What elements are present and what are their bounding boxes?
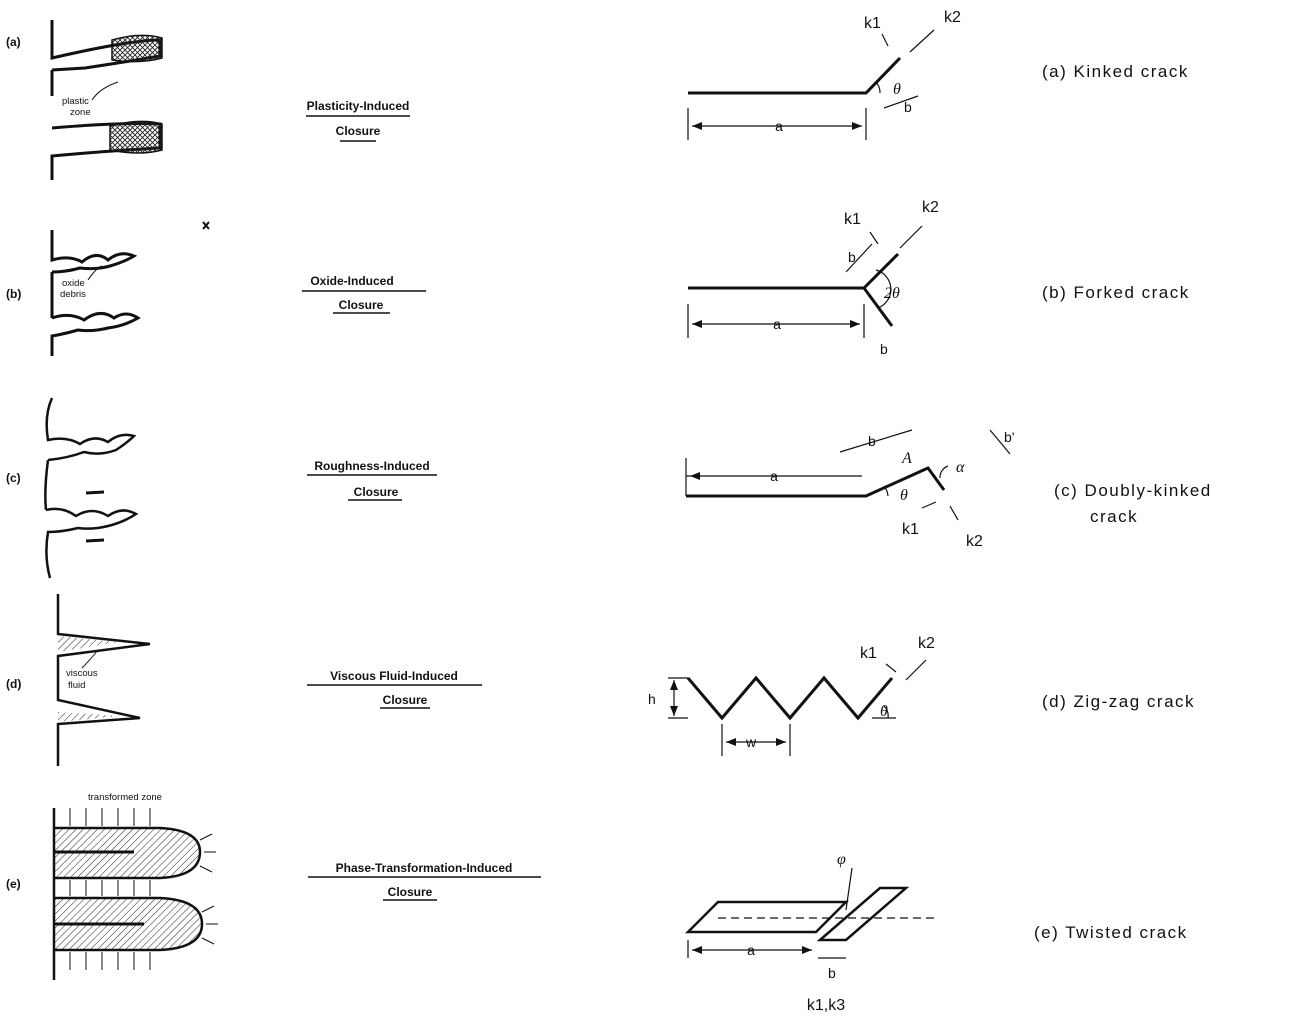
geometry-b-k2: k2: [922, 199, 939, 216]
geometry-e-modes: k1,k3: [807, 997, 845, 1014]
geometry-a-k2: k2: [944, 9, 961, 26]
mechanism-d-viscous: (d) viscous fluid Viscous Fluid-Induced …: [6, 594, 482, 766]
mechanism-d-title-2: Closure: [383, 693, 428, 707]
geometry-a-angle: θ: [893, 81, 901, 98]
mechanism-e-note: transformed zone: [88, 792, 162, 803]
geometry-a-kinked: a θ b k1 k2 (a) Kinked crack: [687, 9, 1189, 140]
geometry-e-label-a: a: [747, 942, 755, 958]
mechanism-c-lower-crack: [45, 507, 139, 579]
mechanism-b-tag: (b): [6, 287, 21, 301]
geometry-e-caption: (e) Twisted crack: [1034, 923, 1188, 942]
geometry-c-crack-path: [686, 466, 946, 498]
mechanism-d-crack: [56, 594, 151, 766]
mechanism-a-plasticity: (a) plastic zone Plasticity-Induced Clos…: [6, 20, 410, 180]
mechanism-a-note-leader: [91, 81, 119, 101]
geometry-a-label-b: b: [904, 99, 912, 115]
mechanism-c-tag: (c): [6, 471, 21, 485]
geometry-a-crack-path: [688, 56, 902, 95]
geometry-d-zigzag: h w θ k1 k2 (d) Zig-zag crack: [648, 635, 1195, 756]
mechanism-b-title-2: Closure: [339, 298, 384, 312]
geometry-b-angle: 2θ: [884, 285, 900, 302]
geometry-c-k2: k2: [966, 533, 983, 550]
geometry-c-caption-1: (c) Doubly-kinked: [1054, 481, 1212, 500]
geometry-b-k1: k1: [844, 211, 861, 228]
mechanism-d-note-2: fluid: [68, 680, 85, 691]
mechanism-a-note-2: zone: [70, 107, 91, 118]
geometry-d-k2: k2: [918, 635, 935, 652]
geometry-a-label-a: a: [775, 118, 783, 134]
geometry-e-twisted-plane: [816, 886, 910, 942]
mechanism-c-title-2: Closure: [354, 485, 399, 499]
mechanism-c-title-1: Roughness-Induced: [314, 459, 429, 473]
geometry-c-label-a: a: [770, 468, 778, 484]
geometry-b-label-a: a: [773, 316, 781, 332]
geometry-d-label-h: h: [648, 691, 656, 707]
geometry-c-label-b2: b': [1004, 429, 1014, 445]
geometry-b-label-b: b: [848, 249, 856, 265]
mechanism-b-upper-crack: [50, 230, 138, 274]
mechanism-e-tag: (e): [6, 877, 21, 891]
geometry-a-caption: (a) Kinked crack: [1042, 62, 1189, 81]
mechanism-a-tag: (a): [6, 35, 21, 49]
geometry-b-forked: a b 2θ b k1 k2 (b) Forked crack: [687, 199, 1190, 357]
mechanism-e-title-1: Phase-Transformation-Induced: [336, 861, 513, 875]
mechanism-d-title-1: Viscous Fluid-Induced: [330, 669, 458, 683]
geometry-c-angle-1: θ: [900, 487, 908, 504]
mechanism-e-phase: (e) transformed zone Phase-Transformatio…: [6, 792, 541, 980]
geometry-e-angle: φ: [837, 851, 846, 868]
mechanism-c-upper-crack: [45, 397, 137, 462]
mechanism-a-upper-zone: [111, 34, 163, 63]
geometry-b-caption: (b) Forked crack: [1042, 283, 1190, 302]
geometry-c-point-a: A: [901, 450, 912, 467]
mechanism-a-lower-zone: [109, 120, 163, 154]
geometry-c-k1: k1: [902, 521, 919, 538]
geometry-d-crack-path: [686, 675, 894, 721]
geometry-d-caption: (d) Zig-zag crack: [1042, 692, 1195, 711]
mechanism-e-title-2: Closure: [388, 885, 433, 899]
geometry-e-label-b: b: [828, 965, 836, 981]
geometry-c-angle-2: α: [956, 459, 965, 476]
geometry-c-doubly-kinked: a b A θ α b' k1 k2 (c) Doubly-kinked cra…: [685, 429, 1212, 550]
mechanism-b-lower-crack: [50, 312, 141, 356]
mechanism-b-title-1: Oxide-Induced: [310, 274, 393, 288]
geometry-c-label-b: b: [868, 433, 876, 449]
stray-mark: [202, 221, 210, 230]
geometry-a-k1: k1: [864, 15, 881, 32]
mechanism-d-tag: (d): [6, 677, 21, 691]
mechanism-a-note-1: plastic: [62, 96, 89, 107]
mechanism-d-note-1: viscous: [66, 668, 98, 679]
geometry-d-k1: k1: [860, 645, 877, 662]
geometry-d-label-w: w: [745, 734, 757, 750]
geometry-b-label-b2: b: [880, 341, 888, 357]
geometry-d-angle: θ: [880, 703, 888, 720]
mechanism-b-note-1: oxide: [62, 278, 85, 289]
mechanism-a-title-2: Closure: [336, 124, 381, 138]
geometry-c-caption-2: crack: [1090, 507, 1138, 526]
geometry-e-twisted: φ a b k1,k3 (e) Twisted crack: [684, 851, 1188, 1014]
mechanism-a-title-1: Plasticity-Induced: [307, 99, 410, 113]
geometry-b-crack-forks: [862, 252, 900, 327]
mechanism-b-note-2: debris: [60, 289, 86, 300]
geometry-e-main-plane: [684, 900, 850, 934]
mechanism-b-oxide: (b) oxide debris Oxide-Induced Closure: [6, 221, 426, 356]
mechanism-c-roughness: (c) Roughness-Induced Closure: [6, 397, 437, 579]
